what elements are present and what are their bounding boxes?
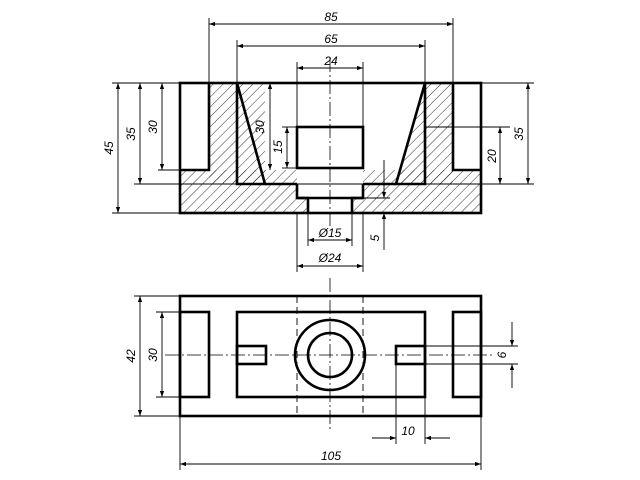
dim-105-label: 105: [321, 449, 341, 463]
dimension-85: 85: [208, 10, 454, 83]
top-outline: [178, 294, 483, 418]
dim-dia15-label: Ø15: [318, 226, 342, 240]
dim-30-top-label: 30: [146, 348, 160, 362]
dimension-24: 24: [296, 54, 364, 127]
left-slot-top: [178, 310, 211, 399]
dimension-35-right: 35: [481, 82, 534, 185]
dim-6-label: 6: [495, 351, 509, 358]
top-view: 42 30 6 10 105: [124, 278, 518, 470]
front-body-outline: [178, 81, 483, 215]
dimension-45: 45: [102, 82, 180, 214]
dim-20-label: 20: [485, 149, 499, 164]
dimension-20: 20: [425, 126, 510, 184]
dimension-30-left: 30: [146, 83, 180, 171]
dim-10-label: 10: [401, 424, 415, 438]
dimension-65: 65: [236, 32, 426, 83]
dim-5-label: 5: [368, 234, 382, 241]
dimension-30-top: 30: [146, 311, 180, 398]
dimension-105: 105: [179, 416, 482, 470]
dimension-dia15: Ø15: [307, 213, 353, 246]
dim-35-left-label: 35: [124, 127, 138, 141]
dimension-42: 42: [124, 295, 180, 417]
dimension-35-left: 35: [124, 83, 180, 185]
left-slot-edge: [180, 83, 211, 172]
dimension-dia24: Ø24: [296, 213, 364, 272]
dim-30-left-label: 30: [146, 120, 160, 134]
dimension-30-inner: 30: [253, 83, 273, 170]
front-view: 85 65 24 45 35: [102, 10, 534, 272]
right-slot-top: [451, 310, 483, 399]
dim-65-label: 65: [324, 32, 338, 46]
dim-dia24-label: Ø24: [318, 251, 342, 265]
dim-85-label: 85: [324, 10, 338, 24]
dim-35-right-label: 35: [512, 127, 526, 141]
dimension-10: 10: [372, 364, 450, 444]
dimension-15: 15: [271, 126, 297, 169]
dim-24-label: 24: [323, 54, 338, 68]
dim-45-label: 45: [102, 141, 116, 155]
dimension-5: 5: [363, 160, 390, 250]
section-hatching: [180, 83, 481, 213]
dim-30-inner-label: 30: [253, 120, 267, 134]
dim-42-label: 42: [124, 349, 138, 363]
dimension-6: 6: [425, 322, 518, 388]
dim-15-label: 15: [271, 140, 285, 154]
right-slot-edge: [451, 83, 481, 172]
